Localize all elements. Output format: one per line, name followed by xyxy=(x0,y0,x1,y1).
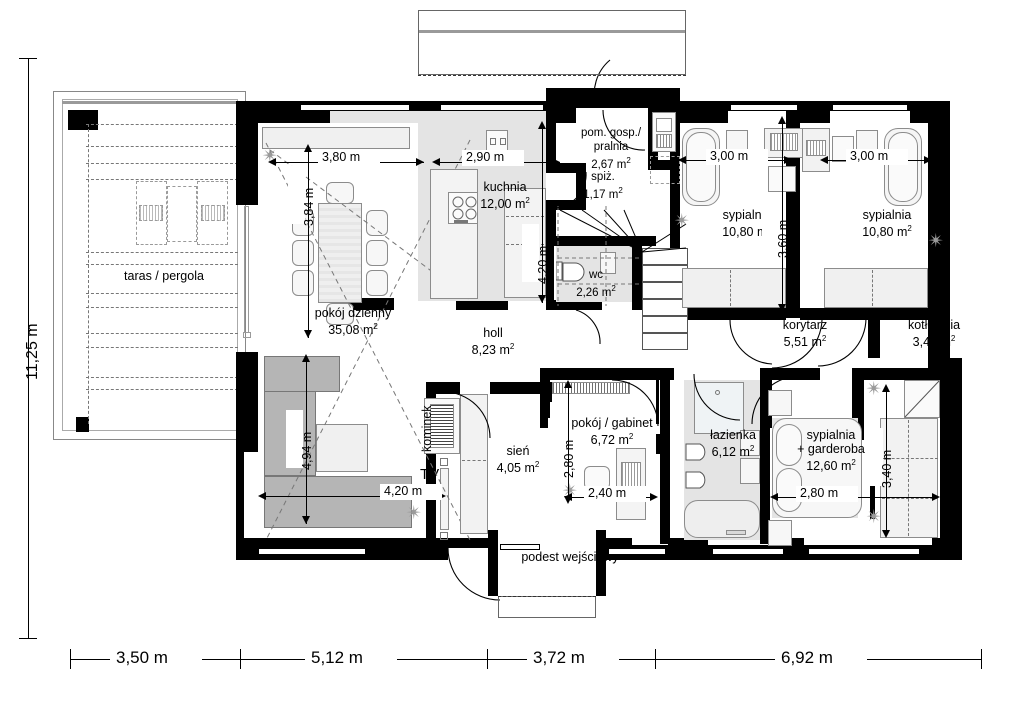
dim-bedroom2-top: 3,00 m xyxy=(850,149,889,163)
room-label-korytarz: korytarz 5,51 m2 xyxy=(760,318,850,349)
pergola-post-bottom xyxy=(76,417,89,432)
room-name-korytarz: korytarz xyxy=(782,318,828,332)
dim-corridor-v: 3,60 m xyxy=(776,219,790,258)
pergola-post-top xyxy=(68,110,98,130)
plant-icon-master-bottom: ✴ xyxy=(866,507,882,528)
room-label-spiz: spiż. 1,17 m2 xyxy=(569,170,637,202)
overall-height-label: 11,25 m xyxy=(24,323,41,380)
dim-living-left-v: 3,84 m xyxy=(302,187,316,226)
bottom-dim-3: 3,72 m xyxy=(533,648,585,667)
window-bedroom2-top xyxy=(832,104,908,111)
plant-icon-living-bottom: ✴ xyxy=(406,503,422,524)
toilet-icon-bath xyxy=(685,471,706,489)
dim-living-bottom: 4,20 m xyxy=(384,484,423,498)
dim-bedroom1-top: 3,00 m xyxy=(710,149,749,163)
dim-kitchen-right-v: 4,20 m xyxy=(536,245,550,284)
room-label-kotlownia: kotłownia 3,48 m2 xyxy=(886,318,982,349)
room-name-taras: taras / pergola xyxy=(124,269,204,283)
annotation-kominek: kominek xyxy=(420,405,434,452)
room-name-spiz: spiż. xyxy=(591,171,615,183)
window-sien-bottom xyxy=(500,544,540,550)
dim-garderoba-right-v: 3,40 m xyxy=(880,449,894,488)
room-area-kotlownia: 3,48 m2 xyxy=(912,334,956,350)
room-label-pokoj-dzienny: pokój dzienny 35,08 m2 xyxy=(288,306,418,337)
room-name-garderoba: + garderoba xyxy=(797,442,865,456)
room-label-sypialnia-garderoba: sypialnia + garderoba 12,60 m2 xyxy=(776,428,886,473)
window-gabinet-bottom xyxy=(608,548,666,555)
room-name-pralnia: pralnia xyxy=(593,141,629,153)
room-name-pom-gosp: pom. gosp./ xyxy=(580,127,642,139)
dim-gabinet-bottom: 2,40 m xyxy=(588,486,627,500)
room-name-kotlownia: kotłownia xyxy=(907,318,961,332)
room-name-pokoj-dzienny: pokój dzienny xyxy=(314,306,392,320)
room-name-lazienka: łazienka xyxy=(710,428,756,442)
room-label-podest: podest wejściowy xyxy=(500,550,640,564)
window-garderoba-bottom xyxy=(808,548,920,555)
room-label-lazienka: łazienka 6,12 m2 xyxy=(688,428,778,459)
room-label-pokoj-gabinet: pokój / gabinet 6,72 m2 xyxy=(552,416,672,447)
room-area-sien: 4,05 m2 xyxy=(496,460,540,476)
dim-living-sofa-v: 4,94 m xyxy=(300,431,314,470)
room-label-pom-gosp: pom. gosp./ pralnia 2,67 m2 xyxy=(566,126,656,172)
cooktop-icon xyxy=(452,196,477,223)
toilet-icon xyxy=(556,261,585,282)
window-lazienka-bottom xyxy=(712,548,784,555)
window-living-bottom xyxy=(258,548,366,555)
dim-kitchen-top: 2,90 m xyxy=(466,150,505,164)
room-label-kuchnia: kuchnia 12,00 m2 xyxy=(450,180,560,211)
window-living-top xyxy=(300,104,410,111)
room-name-holl: holl xyxy=(483,326,503,340)
room-area-lazienka: 6,12 m2 xyxy=(711,444,755,460)
room-name-sien: sień xyxy=(506,444,530,458)
room-area-pokoj-dzienny: 35,08 m2 xyxy=(328,322,378,338)
room-area-holl: 8,23 m2 xyxy=(471,342,515,358)
room-name-kuchnia: kuchnia xyxy=(483,180,527,194)
room-label-wc: wc 2,26 m2 xyxy=(562,268,630,300)
room-name-pokoj-gabinet: pokój / gabinet xyxy=(571,416,653,430)
room-area-sypialnia-2: 10,80 m2 xyxy=(862,224,912,240)
room-name-wc: wc xyxy=(588,269,604,281)
bottom-dim-2: 5,12 m xyxy=(311,648,363,667)
room-label-taras: taras / pergola xyxy=(94,269,234,283)
room-area-korytarz: 5,51 m2 xyxy=(783,334,827,350)
dim-gabinet-v: 2,80 m xyxy=(562,439,576,478)
room-area-pom-gosp: 2,67 m2 xyxy=(591,156,631,171)
room-area-kuchnia: 12,00 m2 xyxy=(480,196,530,212)
room-name-sypialnia-garderoba: sypialnia xyxy=(806,428,856,442)
dim-living-top: 3,80 m xyxy=(322,150,361,164)
plant-icon-bedroom1: ✴ xyxy=(674,211,690,232)
window-bedroom1-top xyxy=(730,104,798,111)
bottom-dim-1: 3,50 m xyxy=(116,648,168,667)
room-area-sypialnia-garderoba: 12,60 m2 xyxy=(806,458,856,474)
stair-winder-lines xyxy=(557,206,686,306)
bidet-icon xyxy=(685,443,706,461)
room-area-pokoj-gabinet: 6,72 m2 xyxy=(590,432,634,448)
window-kitchen-top xyxy=(440,104,544,111)
room-name-sypialnia-2: sypialnia xyxy=(862,208,912,222)
plant-icon-bedroom2: ✴ xyxy=(928,231,944,252)
room-name-sypialnia-1: sypialnia xyxy=(722,208,772,222)
annotation-tv: TV xyxy=(420,466,440,483)
room-label-holl: holl 8,23 m2 xyxy=(448,326,538,357)
room-area-spiz: 1,17 m2 xyxy=(583,186,623,201)
plant-icon-master-top: ✴ xyxy=(866,379,882,400)
room-label-sypialnia-2: sypialnia 10,80 m2 xyxy=(840,208,934,239)
bottom-dim-4: 6,92 m xyxy=(781,648,833,667)
dim-garderoba-bottom: 2,80 m xyxy=(800,486,839,500)
room-area-wc: 2,26 m2 xyxy=(576,284,616,299)
room-name-podest: podest wejściowy xyxy=(521,550,619,564)
room-label-sien: sień 4,05 m2 xyxy=(478,444,558,475)
